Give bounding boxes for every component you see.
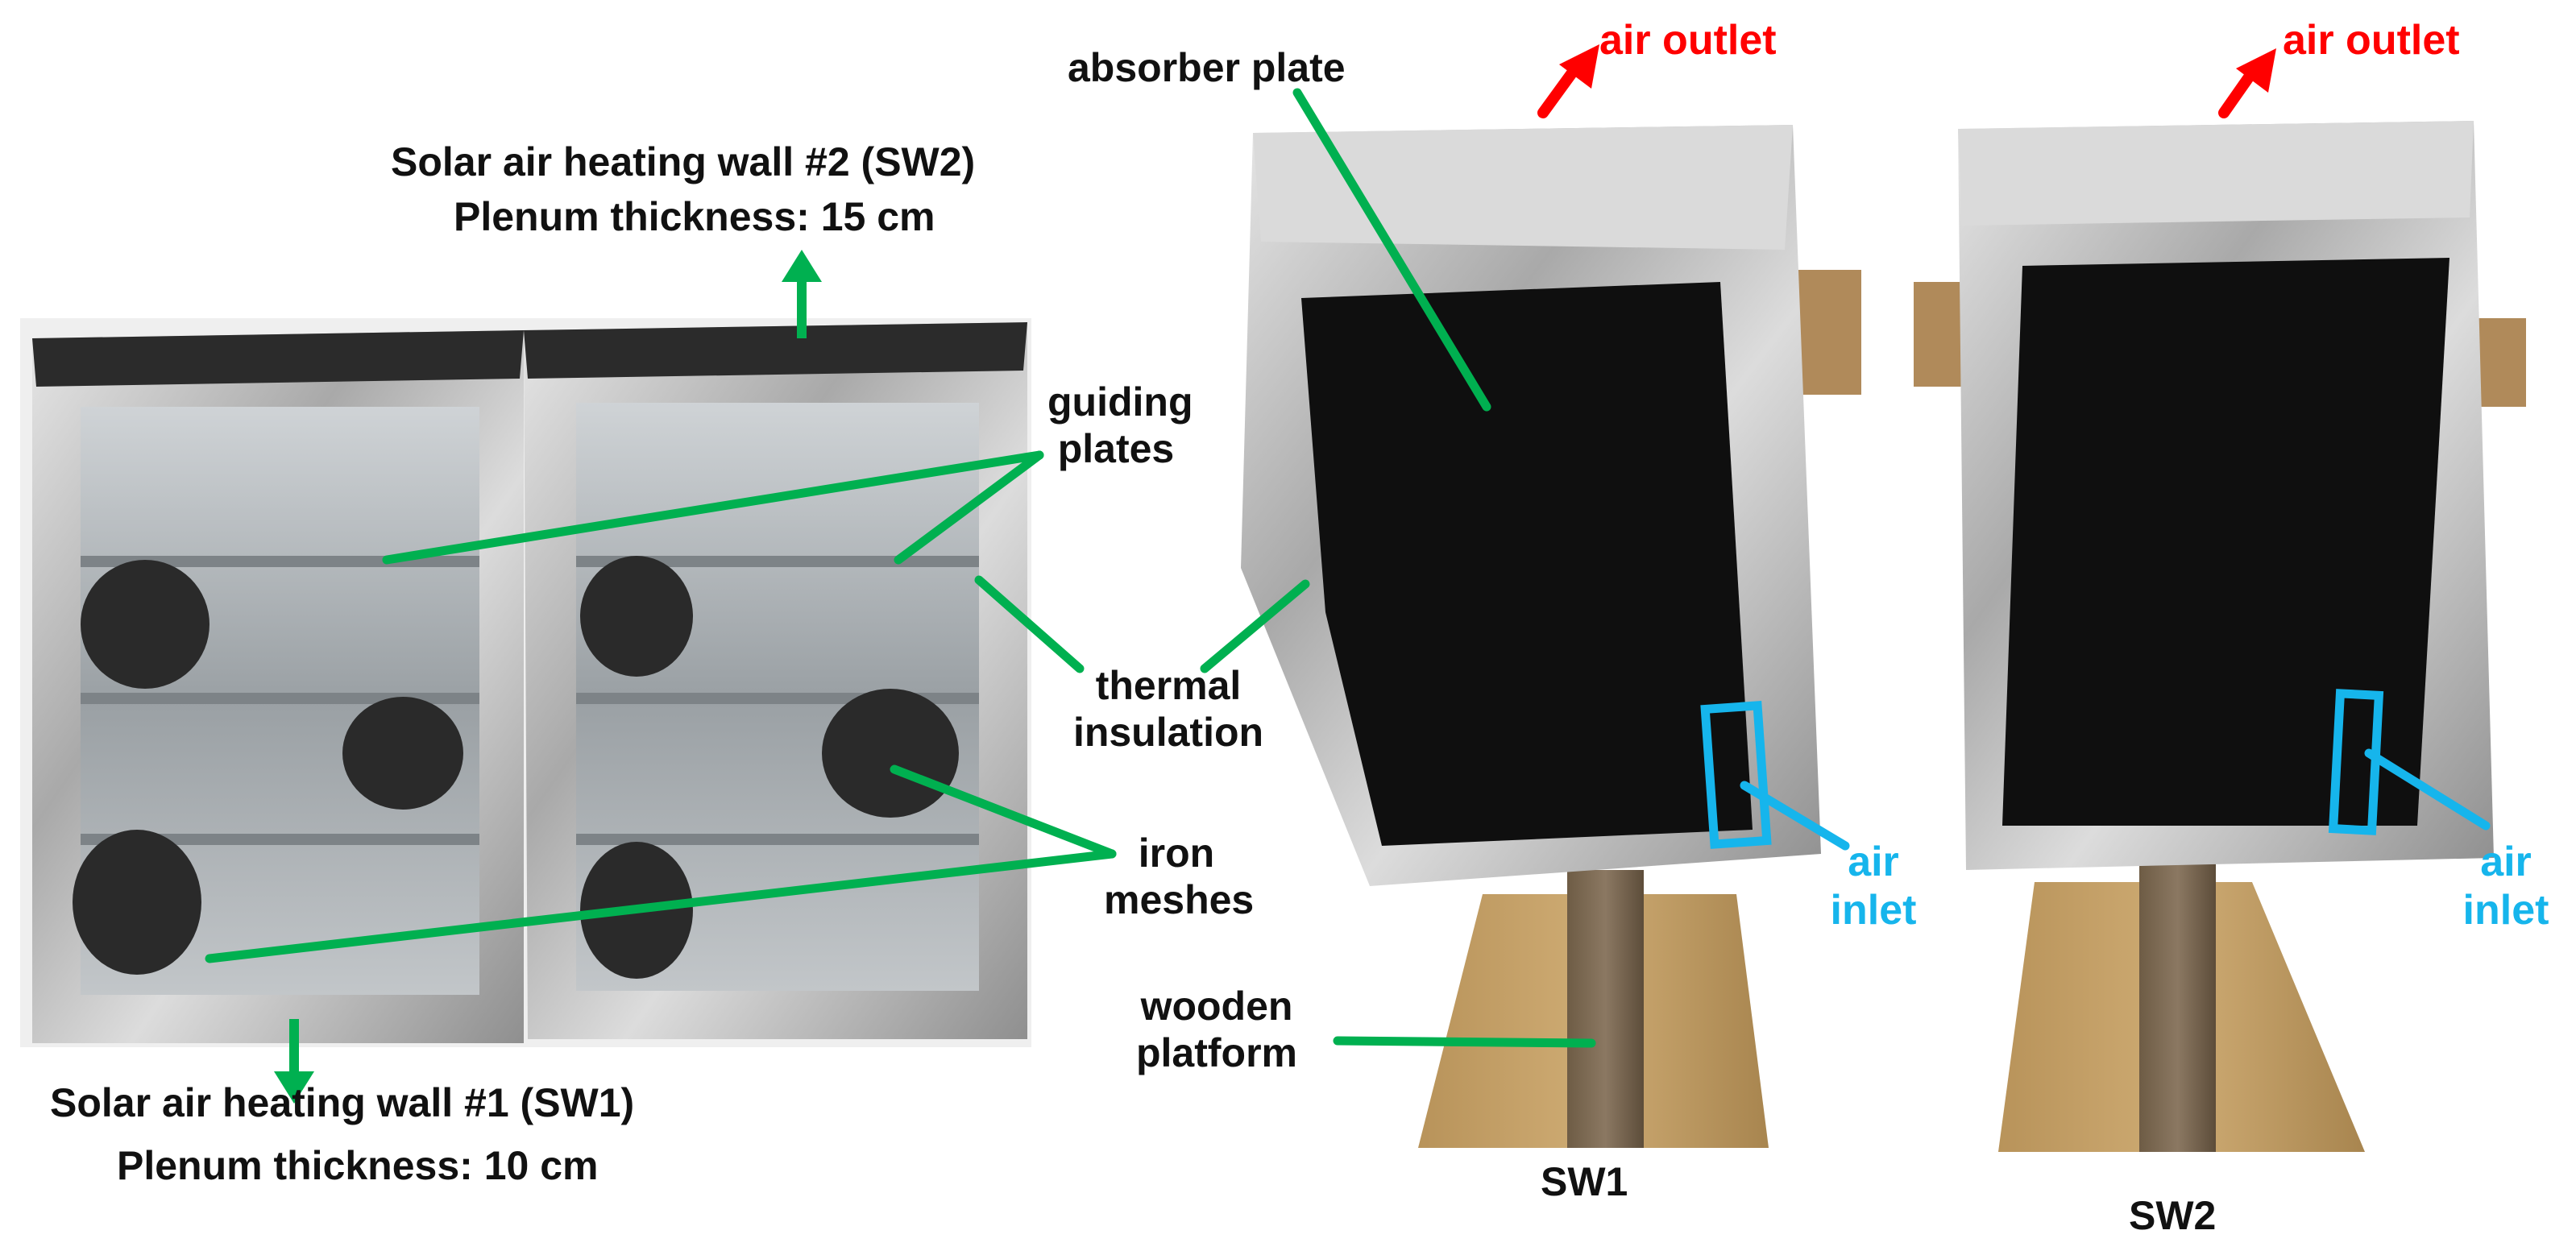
leader-thermal-insulation-left	[974, 575, 1085, 673]
label-guiding-plates: guiding plates	[1047, 379, 1193, 472]
label-absorber-plate: absorber plate	[1068, 45, 1346, 90]
leader-wooden-platform	[1333, 1036, 1596, 1048]
label-air-outlet-sw2: air outlet	[2283, 17, 2460, 64]
label-air-inlet-sw2-line1: air	[2480, 839, 2532, 885]
sw2-air-inlet-box	[2328, 689, 2384, 835]
blue-inlet-leaders	[1740, 748, 2491, 851]
label-iron-meshes-line2: meshes	[1104, 877, 1255, 922]
sw1-absorber-plate	[1301, 282, 1753, 846]
sw1-panel	[1241, 125, 1861, 1148]
leader-air-inlet-sw1	[1740, 781, 1850, 851]
sw2-open-box	[524, 322, 1027, 1039]
arrow-air-outlet-sw2	[2218, 67, 2258, 118]
sw1-open-box	[32, 330, 524, 1043]
green-arrows	[274, 250, 822, 1104]
sw2-wooden-post	[2139, 862, 2216, 1152]
sw2-plenum-thickness: Plenum thickness: 15 cm	[454, 194, 935, 239]
sw2-side-block-right	[2474, 318, 2526, 407]
label-air-inlet-sw1-line2: inlet	[1830, 887, 1917, 934]
caption-sw1: SW1	[1541, 1159, 1628, 1204]
label-guiding-plates-line2: plates	[1057, 426, 1175, 471]
label-air-inlet-sw2-line2: inlet	[2462, 887, 2549, 934]
leader-iron-meshes-left	[205, 849, 1117, 963]
leader-lines	[205, 88, 1596, 1048]
label-thermal-insulation-line1: thermal	[1095, 663, 1242, 708]
leader-guiding-plates-right	[894, 450, 1044, 565]
label-guiding-plates-line1: guiding	[1047, 379, 1193, 425]
label-wooden-platform-line2: platform	[1136, 1030, 1297, 1075]
leader-thermal-insulation-right	[1200, 579, 1310, 673]
sw1-plenum-thickness: Plenum thickness: 10 cm	[117, 1143, 599, 1188]
sw1-wooden-post	[1567, 870, 1644, 1148]
label-air-outlet-sw1: air outlet	[1599, 17, 1777, 64]
label-thermal-insulation-line2: insulation	[1072, 710, 1264, 755]
leader-air-inlet-sw2	[2364, 748, 2491, 831]
label-air-inlet-sw1-line1: air	[1848, 839, 1899, 885]
label-iron-meshes: iron meshes	[1104, 830, 1255, 923]
label-wooden-platform: wooden platform	[1112, 983, 1321, 1076]
label-air-inlet-sw2: air inlet	[2449, 838, 2562, 935]
sw1-air-inlet-box	[1700, 701, 1772, 849]
label-wooden-platform-line1: wooden	[1140, 984, 1293, 1029]
leader-absorber-plate	[1292, 88, 1491, 412]
caption-sw2: SW2	[2129, 1193, 2217, 1238]
arrow-down-sw1	[274, 1071, 314, 1104]
red-outlet-arrows	[1537, 44, 2276, 118]
leader-iron-meshes-right	[890, 764, 1117, 859]
arrow-up-sw2	[782, 250, 822, 282]
sw2-absorber-plate	[2002, 258, 2449, 826]
label-air-inlet-sw1: air inlet	[1817, 838, 1930, 935]
sw2-title: Solar air heating wall #2 (SW2)	[391, 139, 976, 184]
leader-guiding-plates-left	[382, 450, 1044, 565]
label-iron-meshes-line1: iron	[1138, 831, 1215, 876]
open-boxes-photo	[20, 318, 1031, 1047]
sw1-title: Solar air heating wall #1 (SW1)	[50, 1080, 635, 1125]
sw2-panel	[1914, 121, 2526, 1152]
arrow-air-outlet-sw1	[1537, 63, 1581, 118]
sw1-side-block	[1793, 270, 1861, 395]
label-thermal-insulation: thermal insulation	[1047, 662, 1289, 756]
